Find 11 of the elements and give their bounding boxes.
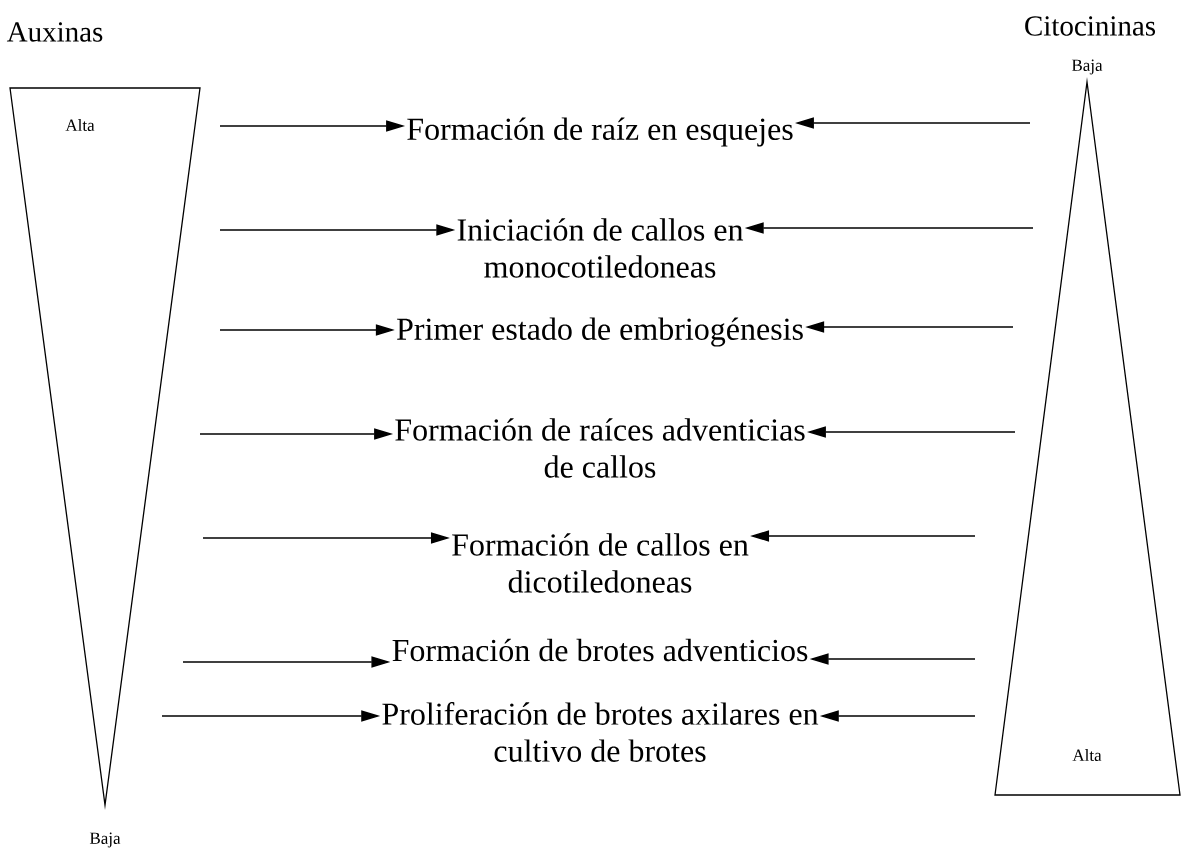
end-label: Baja [1071, 59, 1103, 75]
step-text: Formación de callos en dicotiledoneas [452, 533, 749, 593]
step-text: Formación de raíces adventicias de callos [395, 418, 805, 478]
step-text: Formación de brotes adventicios [392, 638, 808, 662]
step-text: Iniciación de callos en monocotiledoneas [457, 218, 744, 278]
step-text: Formación de raíz en esquejes [407, 117, 793, 147]
end-label: Baja [89, 832, 121, 848]
step-text: Proliferación de brotes axilares en cultivo de brotes [382, 702, 819, 762]
step-text: Primer estado de embriogénesis [397, 317, 803, 347]
heading: Auxinas [6, 22, 103, 42]
heading: Citocininas [1025, 16, 1156, 36]
